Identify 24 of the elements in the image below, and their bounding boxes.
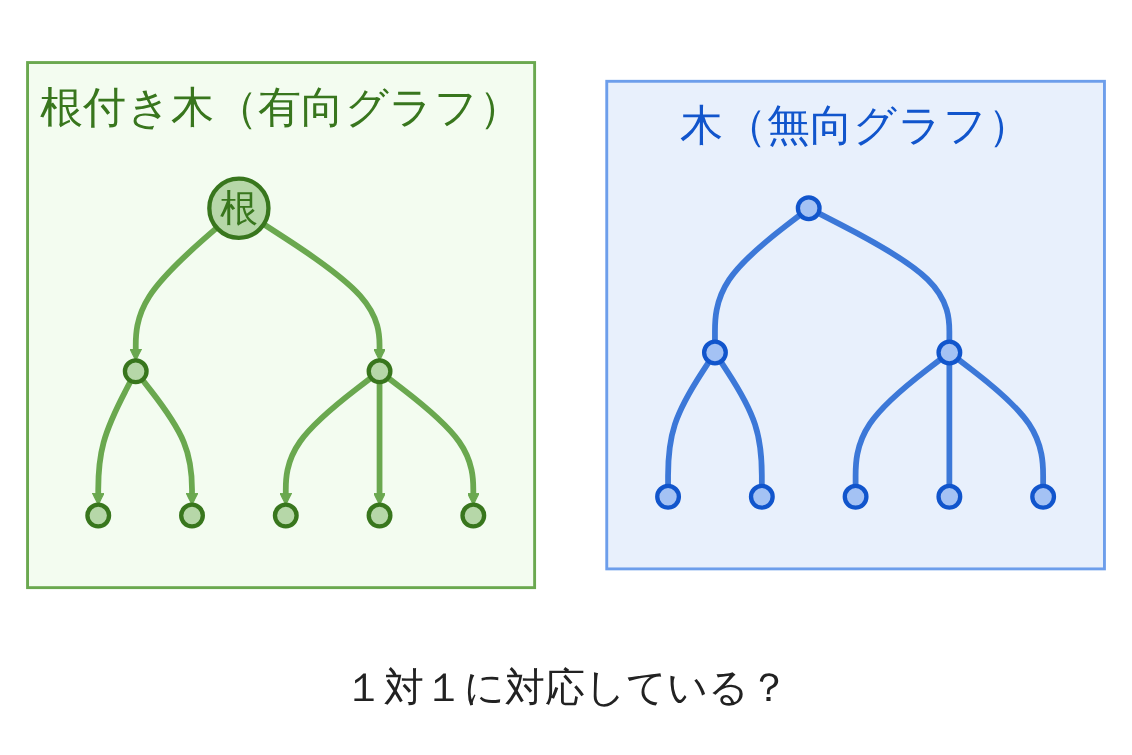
node-circle xyxy=(795,195,822,222)
node-circle xyxy=(179,502,205,529)
cluster: 木（無向グラフ） xyxy=(605,79,1106,571)
node-circle xyxy=(1030,483,1057,510)
node-circle: 根 xyxy=(207,176,271,240)
node-circle xyxy=(748,483,775,510)
node-circle xyxy=(936,339,963,366)
connector xyxy=(946,363,953,486)
connector xyxy=(956,356,1047,486)
node-circle xyxy=(655,483,682,510)
node-circle xyxy=(460,502,487,529)
node-circle xyxy=(366,358,393,385)
connector xyxy=(665,359,712,486)
connector xyxy=(712,212,802,342)
node-circle xyxy=(842,483,869,510)
node-circle xyxy=(272,502,299,529)
node-circle xyxy=(122,358,149,385)
node-circle xyxy=(85,502,112,529)
node-circle xyxy=(936,483,963,510)
question-text: １対１に対応している？ xyxy=(343,663,789,712)
connector xyxy=(852,356,943,486)
connector xyxy=(817,210,953,342)
node-circle xyxy=(366,502,393,529)
node-circle xyxy=(701,339,728,366)
